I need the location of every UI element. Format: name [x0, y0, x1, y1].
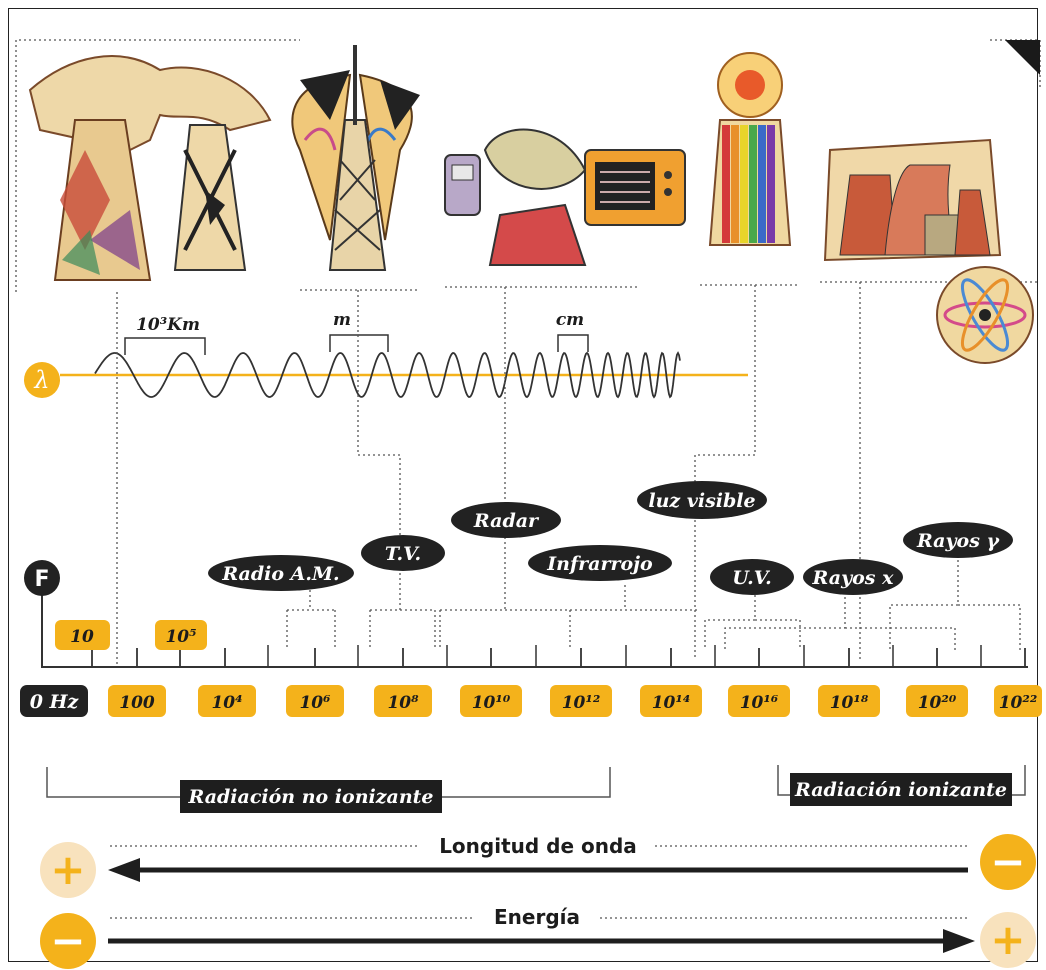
- tick-1e20: 10²⁰: [918, 693, 957, 713]
- illustration-outline: [15, 39, 300, 292]
- tv-antenna-icon: [291, 45, 420, 271]
- plus-sign-right: +: [990, 915, 1025, 964]
- band-visible: luz visible: [648, 490, 755, 512]
- frequency-badge: [24, 560, 60, 596]
- diagram-frame: [8, 8, 1038, 962]
- band-uv: U.V.: [732, 567, 771, 589]
- wavelength-wave: [60, 351, 748, 399]
- upper-tick-label: 10⁵: [165, 627, 196, 647]
- wave-curve: [94, 351, 681, 399]
- minus-sign-right: −: [990, 837, 1025, 886]
- non-ionizing-label: Radiación no ionizante: [187, 786, 433, 808]
- frequency-symbol: F: [34, 567, 49, 592]
- band-tv: T.V.: [385, 543, 421, 565]
- ionizing-label: Radiación ionizante: [794, 779, 1007, 801]
- wavelength-arrow-head: [108, 858, 140, 882]
- upper-tick-label: 10: [70, 627, 94, 647]
- power-pylon-icon: [28, 55, 272, 281]
- plus-badge-right: [980, 912, 1036, 968]
- upper-tick-pill: [155, 620, 207, 650]
- band-visible-pill: [637, 481, 767, 519]
- tick-1e12: 10¹²: [562, 693, 601, 713]
- ionizing-box: [790, 773, 1012, 806]
- corner-triangle-icon: [1005, 40, 1040, 75]
- band-xray-pill: [803, 559, 903, 595]
- tick-1e10: 10¹⁰: [472, 693, 511, 713]
- plus-badge-left: [40, 842, 96, 898]
- zero-hz-label: 0 Hz: [30, 691, 80, 713]
- tick-1e14: 10¹⁴: [652, 693, 691, 713]
- wavelength-brackets: [124, 334, 589, 355]
- lambda-symbol: λ: [33, 366, 49, 394]
- band-tv-pill: [361, 535, 445, 571]
- minus-badge-right: [980, 834, 1036, 890]
- scale-label-km: 10³Km: [136, 315, 200, 335]
- tick-1e4: 10⁴: [211, 693, 242, 713]
- band-infrared-pill: [528, 545, 672, 581]
- plus-sign-left: +: [50, 845, 85, 894]
- band-gamma-pill: [903, 522, 1013, 558]
- nuclear-plant-icon: [823, 138, 1034, 364]
- band-radar-pill: [451, 502, 561, 538]
- lower-tick-labels: 100 10⁴ 10⁶ 10⁸ 10¹⁰ 10¹² 10¹⁴ 10¹⁶ 10¹⁸…: [108, 685, 1042, 717]
- scale-label-m: m: [333, 310, 351, 330]
- frequency-axis: [41, 590, 1028, 668]
- wavelength-label: Longitud de onda: [439, 834, 637, 858]
- lambda-badge: [24, 362, 60, 398]
- energy-label: Energía: [494, 905, 580, 929]
- zero-hz-pill: [20, 685, 88, 717]
- radar-microwave-icon: [444, 128, 686, 266]
- tick-1e16: 10¹⁶: [740, 693, 779, 713]
- connector-lines: [116, 282, 1021, 665]
- scale-label-cm: cm: [556, 310, 584, 330]
- energy-arrow-head: [943, 929, 975, 953]
- minus-badge-left: [40, 913, 96, 969]
- tick-1e8: 10⁸: [387, 693, 419, 713]
- band-radio-am: Radio A.M.: [221, 563, 339, 585]
- tick-1e22: 10²²: [999, 693, 1038, 713]
- minus-sign-left: −: [50, 916, 85, 965]
- band-uv-pill: [710, 559, 794, 595]
- tick-1e6: 10⁶: [299, 693, 330, 713]
- sun-rainbow-icon: [708, 52, 792, 246]
- band-gamma: Rayos γ: [916, 530, 1001, 552]
- band-radar: Radar: [473, 510, 540, 532]
- band-xray: Rayos x: [812, 567, 895, 589]
- upper-tick-pill: [55, 620, 110, 650]
- band-infrared: Infrarrojo: [546, 553, 653, 575]
- non-ionizing-box: [180, 780, 442, 813]
- band-radio-am-pill: [208, 555, 354, 591]
- tick-100: 100: [119, 693, 155, 713]
- tick-1e18: 10¹⁸: [830, 693, 869, 713]
